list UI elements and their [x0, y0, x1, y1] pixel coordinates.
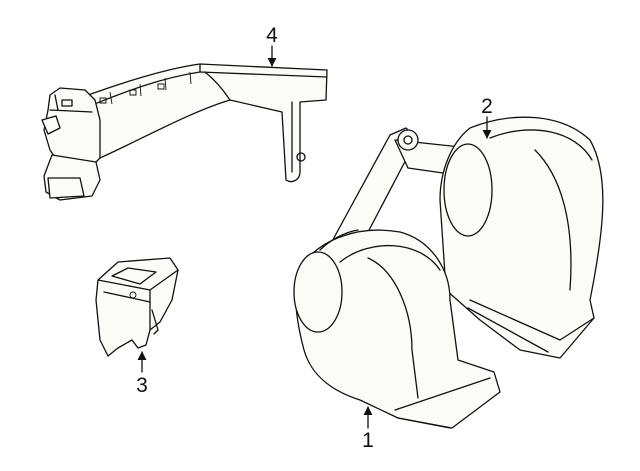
part-3-bracket-clip: [95, 257, 179, 357]
part-1-horn-low: [293, 229, 501, 429]
callout-2-label: 2: [481, 95, 493, 118]
callout-1-label: 1: [362, 429, 374, 452]
callout-leaders: [137, 45, 492, 429]
part-4-mounting-bracket: [41, 63, 328, 201]
callout-4-label: 4: [266, 24, 278, 47]
part-2-horn-high: [329, 116, 604, 359]
callout-3-label: 3: [136, 374, 148, 397]
